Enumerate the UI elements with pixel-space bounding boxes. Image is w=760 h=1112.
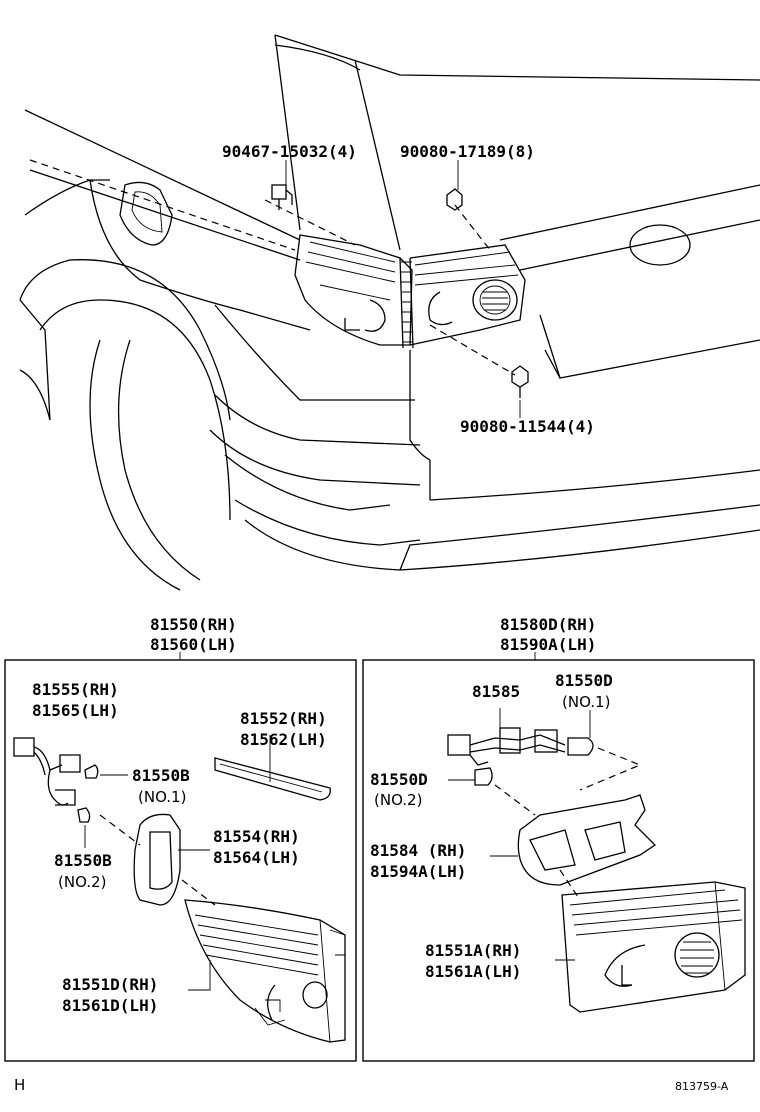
right-assy-number-rh: 81580D(RH) (500, 615, 596, 634)
figure-id: 813759-A (675, 1080, 729, 1093)
bulb-icon (474, 767, 493, 786)
corner-code: H (14, 1076, 25, 1094)
left-assembly-box (4, 659, 357, 1062)
bulb-icon (84, 764, 99, 779)
vehicle-rear-illustration (19, 34, 760, 591)
trim-strip-icon (214, 735, 331, 801)
plate-number-lh: 81594A(LH) (370, 862, 466, 881)
bulb-no2-number: 81550B (54, 851, 112, 870)
plate-number-rh: 81584 (RH) (370, 841, 466, 860)
trim-number-lh: 81562(LH) (240, 730, 327, 749)
bulb-d-no2-number: 81550D (370, 770, 428, 789)
screw-icon (511, 365, 529, 398)
lamp-lens-icon (184, 899, 346, 1043)
right-assy-number-lh: 81590A(LH) (500, 635, 596, 654)
lamp-lens-icon (555, 881, 746, 1013)
gasket-number-rh: 81554(RH) (213, 827, 300, 846)
bulb-icon (77, 807, 91, 823)
gasket-number-lh: 81564(LH) (213, 848, 300, 867)
lens-number-rh: 81551D(RH) (62, 975, 158, 994)
right-assembly-parts (447, 708, 746, 1013)
bolt-icon (271, 184, 293, 210)
socket-wire-icon (13, 737, 81, 806)
bulb-d-no2-tag: (NO.2) (374, 791, 422, 809)
harness-number: 81585 (472, 682, 520, 701)
bulb-icon (567, 737, 594, 756)
bolt-part-number: 90467-15032(4) (222, 142, 357, 161)
bulb-d-no1-tag: (NO.1) (562, 693, 610, 711)
bulb-no1-number: 81550B (132, 766, 190, 785)
nut-icon (446, 188, 463, 211)
left-assy-number-lh: 81560(LH) (150, 635, 237, 654)
socket-number-lh: 81565(LH) (32, 701, 119, 720)
lens-a-number-lh: 81561A(LH) (425, 962, 521, 981)
right-assembly-box (362, 659, 755, 1062)
gasket-plate-icon (490, 794, 657, 886)
bulb-no1-tag: (NO.1) (138, 788, 186, 806)
socket-number-rh: 81555(RH) (32, 680, 119, 699)
bulb-d-no1-number: 81550D (555, 671, 613, 690)
gasket-icon (133, 813, 210, 906)
trim-number-rh: 81552(RH) (240, 709, 327, 728)
left-assembly-parts (13, 735, 346, 1043)
socket-harness-icon (447, 708, 566, 766)
left-assy-number-rh: 81550(RH) (150, 615, 237, 634)
lens-a-number-rh: 81551A(RH) (425, 941, 521, 960)
screw-part-number: 90080-11544(4) (460, 417, 595, 436)
nut-part-number: 90080-17189(8) (400, 142, 535, 161)
bulb-no2-tag: (NO.2) (58, 873, 106, 891)
lens-number-lh: 81561D(LH) (62, 996, 158, 1015)
